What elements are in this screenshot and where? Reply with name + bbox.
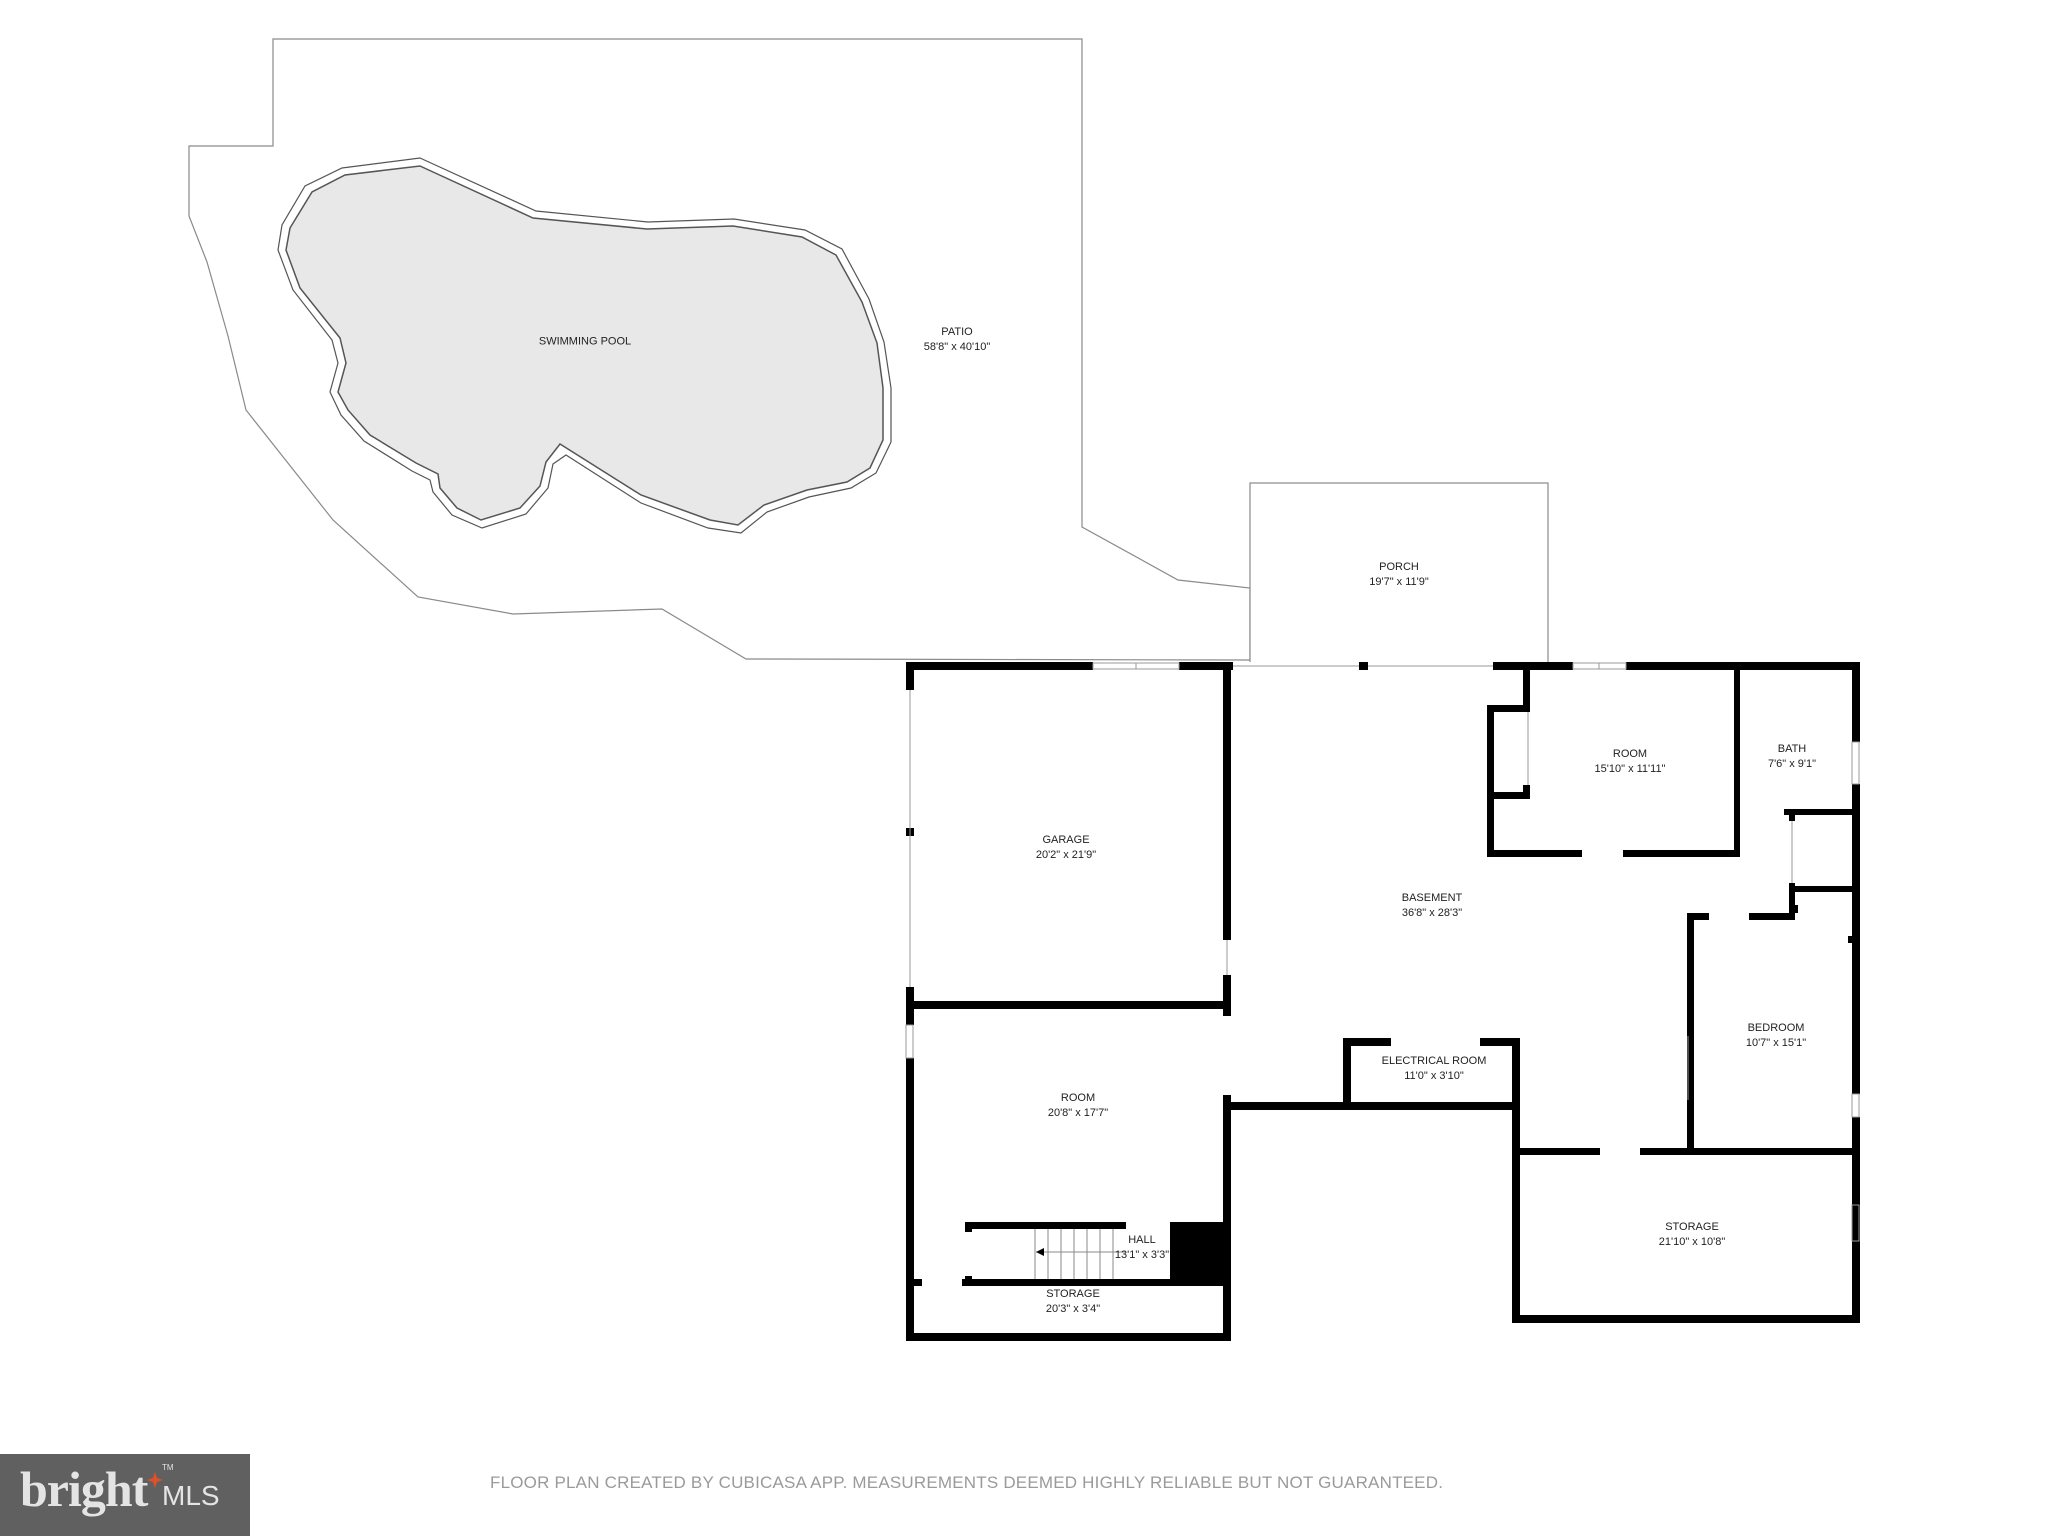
swimming-pool-shape [285, 165, 884, 526]
room-label-room-lower: ROOM 20'8" x 17'7" [1047, 1092, 1109, 1119]
window-frames [905, 662, 1860, 1242]
room-label-storage-small: STORAGE 20'3" x 3'4" [1045, 1288, 1101, 1315]
stair-direction-arrow-icon [1036, 1248, 1044, 1256]
room-label-porch: PORCH 19'7" x 11'9" [1369, 561, 1429, 588]
room-label-room-upper: ROOM 15'10" x 11'11" [1594, 748, 1666, 775]
room-label-basement: BASEMENT 36'8" x 28'3" [1401, 892, 1463, 919]
room-label-bath: BATH 7'6" x 9'1" [1767, 743, 1817, 770]
walls [906, 662, 1860, 1341]
room-label-storage-large: STORAGE 21'10" x 10'8" [1658, 1221, 1726, 1248]
logo-suffix: MLS [162, 1480, 220, 1511]
logo-star-icon [147, 1472, 163, 1488]
room-label-garage: GARAGE 20'2" x 21'9" [1035, 834, 1097, 861]
logo-trademark: TM [162, 1463, 174, 1472]
logo-wordmark: bright [20, 1461, 148, 1517]
swimming-pool-coping [277, 157, 892, 534]
room-label-patio: PATIO 58'8" x 40'10" [923, 326, 991, 353]
bright-mls-logo: bright TM MLS [0, 1454, 250, 1536]
room-label-swimming-pool: SWIMMING POOL [538, 335, 632, 348]
staircase [1034, 1229, 1126, 1279]
room-label-bedroom: BEDROOM 10'7" x 15'1" [1745, 1022, 1807, 1049]
room-label-hall: HALL 13'1" x 3'3" [1114, 1234, 1170, 1261]
porch-outline [1249, 482, 1549, 664]
room-label-electrical-room: ELECTRICAL ROOM 11'0" x 3'10" [1381, 1055, 1487, 1082]
disclaimer-text: FLOOR PLAN CREATED BY CUBICASA APP. MEAS… [490, 1473, 1444, 1492]
